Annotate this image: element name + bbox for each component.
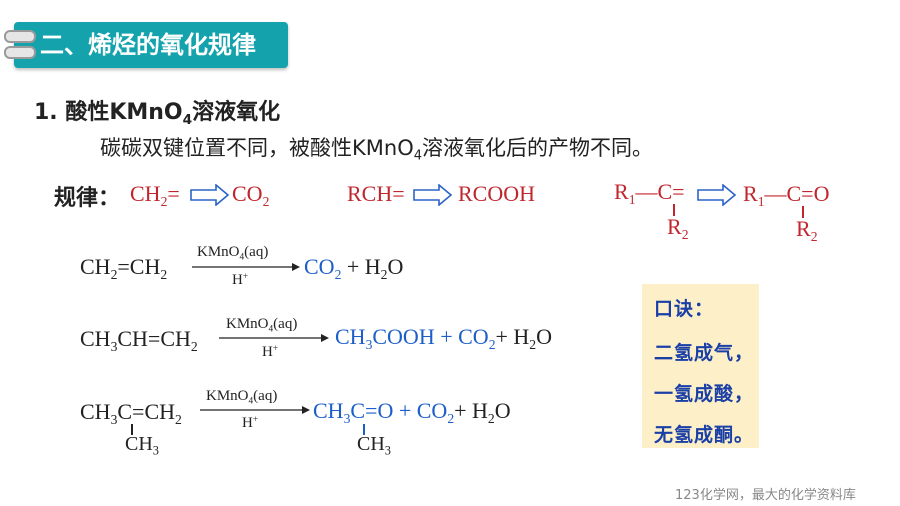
mnemonic-line: 二氢成气， xyxy=(654,342,755,364)
rule2-left: RCH= xyxy=(347,181,405,206)
reaction3-reactant-branch: CH3 xyxy=(125,433,159,458)
mnemonic-box xyxy=(642,284,759,448)
reaction3-reactant: CH3C=CH2 xyxy=(80,399,182,427)
mnemonic-line: 无氢成酮。 xyxy=(654,424,755,446)
reaction1-reactant: CH2=CH2 xyxy=(80,254,168,282)
reaction-arrow-icon xyxy=(200,406,310,414)
rule-label: 规律： xyxy=(54,186,121,211)
mnemonic-line: 一氢成酸， xyxy=(654,383,755,405)
reaction1-reagent: KMnO4(aq) xyxy=(197,244,269,263)
section-title: 二、烯烃的氧化规律 xyxy=(40,31,256,59)
reaction3-branch-bond xyxy=(131,424,133,435)
rule1-right: CO2 xyxy=(232,181,270,209)
reaction2-reactant: CH3CH=CH2 xyxy=(80,326,198,354)
rule3-left-r2: R2 xyxy=(667,214,689,242)
rule3-right-bond-line xyxy=(802,206,804,218)
reaction3-product-branch: CH3 xyxy=(357,433,391,458)
rule3-right: R1—C=O xyxy=(743,181,830,209)
section-title-banner xyxy=(14,22,288,68)
rule3-left: R1—C= xyxy=(614,179,685,207)
reaction3-catalyst: H+ xyxy=(242,414,259,431)
hollow-arrow-icon xyxy=(190,184,230,206)
binder-ring-icon xyxy=(4,46,36,59)
rule3-right-r2: R2 xyxy=(796,216,818,244)
reaction-arrow-icon xyxy=(219,334,329,342)
rule3-left-bond-line xyxy=(673,204,675,216)
hollow-arrow-icon xyxy=(697,184,737,206)
subsection-heading: 1. 酸性KMnO4溶液氧化 xyxy=(34,100,281,128)
rule2-right: RCOOH xyxy=(458,181,536,206)
rule1-left: CH2= xyxy=(130,181,180,209)
reaction2-catalyst: H+ xyxy=(262,343,279,360)
reaction2-products: CH3COOH + CO2+ H2O xyxy=(335,324,552,352)
reaction2-reagent: KMnO4(aq) xyxy=(226,316,298,335)
reaction3-reagent: KMnO4(aq) xyxy=(206,388,278,407)
reaction1-products: CO2 + H2O xyxy=(304,254,404,282)
reaction-arrow-icon xyxy=(192,263,300,271)
reaction3-products: CH3C=O + CO2+ H2O xyxy=(313,398,511,426)
description-text: 碳碳双键位置不同，被酸性KMnO4溶液氧化后的产物不同。 xyxy=(100,136,654,164)
reaction1-catalyst: H+ xyxy=(232,271,249,288)
footer-watermark: 123化学网，最大的化学资料库 xyxy=(675,488,856,503)
mnemonic-title: 口诀： xyxy=(654,298,715,320)
reaction3-product-branch-bond xyxy=(363,424,365,435)
hollow-arrow-icon xyxy=(413,184,453,206)
binder-ring-icon xyxy=(4,30,36,43)
